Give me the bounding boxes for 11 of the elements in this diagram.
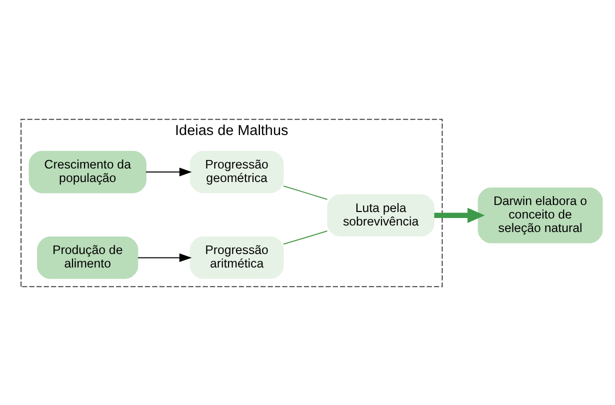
node-box: Luta pela sobrevivência: [327, 194, 434, 236]
connector: [283, 230, 328, 244]
node-box: Darwin elabora o conceito de seleção natural: [478, 187, 603, 243]
node-box: Progressão geométrica: [190, 150, 284, 193]
arrow: [138, 252, 192, 262]
node-box: Progressão aritmética: [190, 236, 284, 278]
arrow: [434, 207, 485, 222]
connector: [283, 185, 328, 200]
arrow: [146, 167, 192, 176]
node-box: Produção de alimento: [37, 236, 138, 278]
node-box: Crescimento da população: [28, 150, 146, 193]
